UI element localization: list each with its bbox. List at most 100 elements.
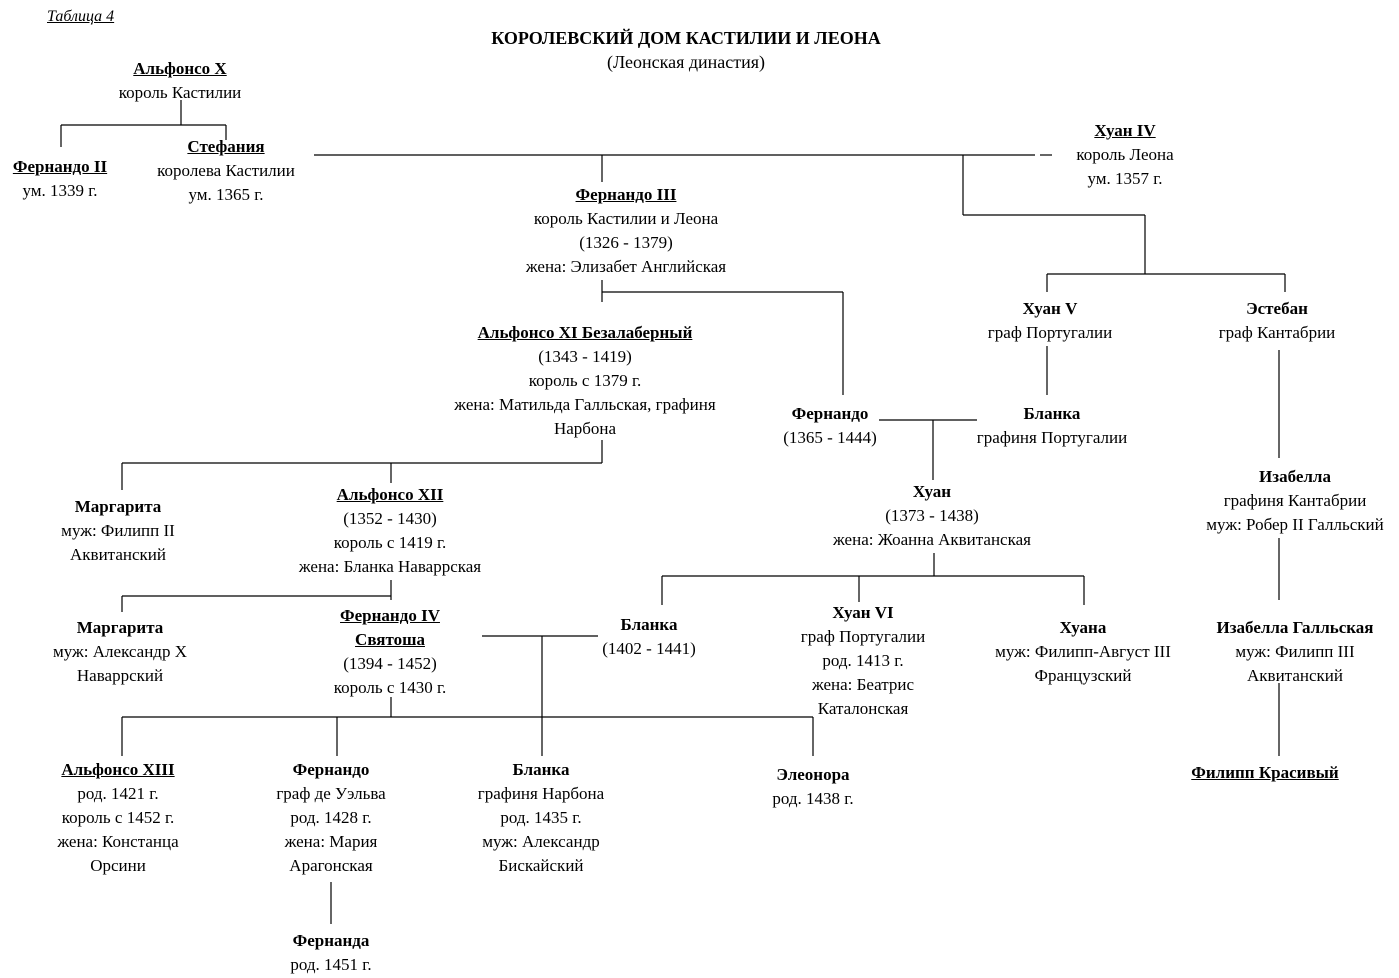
person-node: Альфонсо XII (1352 - 1430) король с 1419 г…	[299, 483, 481, 579]
person-detail: (1352 - 1430)	[343, 509, 437, 528]
person-name: Святоша	[355, 630, 425, 649]
person-name: Маргарита	[74, 497, 162, 516]
person-detail: ум. 1365 г.	[188, 185, 264, 204]
person-detail: жена: Констанца	[57, 832, 179, 851]
person-name: Филипп Красивый	[1191, 763, 1339, 782]
person-detail: жена: Элизабет Английская	[525, 257, 727, 276]
person-name: Альфонсо XIII	[61, 760, 175, 779]
person-detail: король с 1430 г.	[333, 678, 447, 697]
page-title: КОРОЛЕВСКИЙ ДОМ КАСТИЛИИ И ЛЕОНА	[491, 28, 881, 48]
person-detail: графиня Кантабрии	[1223, 491, 1367, 510]
person-detail: (1326 - 1379)	[579, 233, 673, 252]
person-name: Эстебан	[1246, 299, 1308, 318]
person-detail: граф Кантабрии	[1218, 323, 1336, 342]
person-name: Маргарита	[76, 618, 164, 637]
person-detail: род. 1438 г.	[772, 789, 854, 808]
person-detail: Каталонская	[817, 699, 909, 718]
person-name: Фернанда	[292, 931, 370, 950]
person-node: Фернандо (1365 - 1444)	[783, 402, 876, 450]
person-name: Фернандо	[791, 404, 869, 423]
person-detail: Орсини	[90, 856, 146, 875]
person-detail: граф Португалии	[800, 627, 926, 646]
person-detail: (1402 - 1441)	[602, 639, 696, 658]
person-detail: ум. 1357 г.	[1087, 169, 1163, 188]
person-detail: жена: Бланка Наваррская	[298, 557, 482, 576]
person-detail: ум. 1339 г.	[22, 181, 98, 200]
person-detail: Наваррский	[76, 666, 164, 685]
person-detail: муж: Робер II Галльский	[1206, 515, 1384, 534]
person-name: Элеонора	[776, 765, 850, 784]
person-detail: Аквитанский	[1247, 666, 1343, 685]
chart-title-block: КОРОЛЕВСКИЙ ДОМ КАСТИЛИИ И ЛЕОНА (Леонск…	[491, 26, 880, 74]
person-detail: род. 1421 г.	[77, 784, 159, 803]
person-node: Альфонсо X король Кастилии	[119, 57, 242, 105]
person-detail: король Леона	[1076, 145, 1174, 164]
person-node: Фернанда род. 1451 г.	[290, 929, 371, 977]
person-node: Бланка графиня Португалии	[977, 402, 1127, 450]
person-detail: муж: Филипп II	[61, 521, 175, 540]
person-node: Элеонора род. 1438 г.	[772, 763, 853, 811]
person-node: Хуан(1373 - 1438)жена: Жоанна Аквитанска…	[833, 480, 1031, 552]
person-detail: король с 1419 г.	[333, 533, 447, 552]
person-node: Бланка графиня Нарбона род. 1435 г. муж: Ал…	[478, 758, 604, 878]
person-detail: (1394 - 1452)	[343, 654, 437, 673]
person-name: Бланка	[1023, 404, 1081, 423]
person-detail: жена: Матильда Галльская, графиня	[454, 395, 716, 414]
table-label: Таблица 4	[47, 8, 115, 25]
person-node: Маргарита муж: Александр X Наваррский	[53, 616, 187, 688]
person-node: Бланка (1402 - 1441)	[602, 613, 695, 661]
person-detail: Бискайский	[498, 856, 584, 875]
person-detail: муж: Филипп-Август III	[995, 642, 1171, 661]
person-detail: (1343 - 1419)	[538, 347, 632, 366]
person-detail: (1365 - 1444)	[783, 428, 877, 447]
person-node: Филипп Красивый	[1191, 761, 1338, 785]
person-name: Фернандо II	[12, 157, 108, 176]
person-name: Изабелла Галльская	[1216, 618, 1374, 637]
person-node: Эстебан граф Кантабрии	[1219, 297, 1336, 345]
person-name: Хуан VI	[832, 603, 894, 622]
person-name: Бланка	[620, 615, 678, 634]
person-node: Маргарита муж: Филипп II Аквитанский	[61, 495, 175, 567]
page-subtitle: (Леонская династия)	[606, 52, 766, 72]
person-name: Фернандо IV	[340, 606, 440, 625]
person-detail: королева Кастилии	[157, 161, 295, 180]
person-node: Альфонсо XI Безалаберный (1343 - 1419) кор…	[454, 321, 715, 441]
person-detail: король с 1452 г.	[61, 808, 175, 827]
person-node: Хуан V граф Португалии	[988, 297, 1112, 345]
person-detail: род. 1428 г.	[290, 808, 372, 827]
person-detail: король Кастилии и Леона	[533, 209, 719, 228]
person-detail: Аквитанский	[70, 545, 166, 564]
person-name: Альфонсо X	[133, 59, 227, 78]
person-detail: графиня Португалии	[976, 428, 1128, 447]
person-detail: жена: Жоанна Аквитанская	[833, 530, 1031, 549]
person-name: Бланка	[512, 760, 570, 779]
person-name: Изабелла	[1259, 467, 1331, 486]
person-name: Хуан V	[1022, 299, 1078, 318]
person-name: Хуан IV	[1094, 121, 1156, 140]
person-node: Альфонсо XIII род. 1421 г. король с 1452 г…	[57, 758, 178, 878]
person-name: Фернандо III	[575, 185, 677, 204]
person-detail: муж: Александр X	[53, 642, 187, 661]
person-detail: графиня Нарбона	[477, 784, 605, 803]
person-detail: жена: Мария	[284, 832, 378, 851]
person-detail: муж: Александр	[482, 832, 600, 851]
person-node: Фернандо II ум. 1339 г.	[13, 155, 107, 203]
person-detail: род. 1435 г.	[500, 808, 582, 827]
person-detail: Французский	[1034, 666, 1132, 685]
person-detail: граф Португалии	[987, 323, 1113, 342]
person-name: Хуан	[912, 482, 952, 501]
person-node: Святоша (1394 - 1452) король с 1430 г.	[334, 628, 447, 700]
person-name: Фернандо	[292, 760, 370, 779]
person-name: Альфонсо XI Безалаберный	[477, 323, 693, 342]
person-name: Альфонсо XII	[336, 485, 444, 504]
person-detail: род. 1451 г.	[290, 955, 372, 974]
person-detail: Арагонская	[289, 856, 373, 875]
person-detail: король с 1379 г.	[528, 371, 642, 390]
person-detail: король Кастилии	[118, 83, 242, 102]
